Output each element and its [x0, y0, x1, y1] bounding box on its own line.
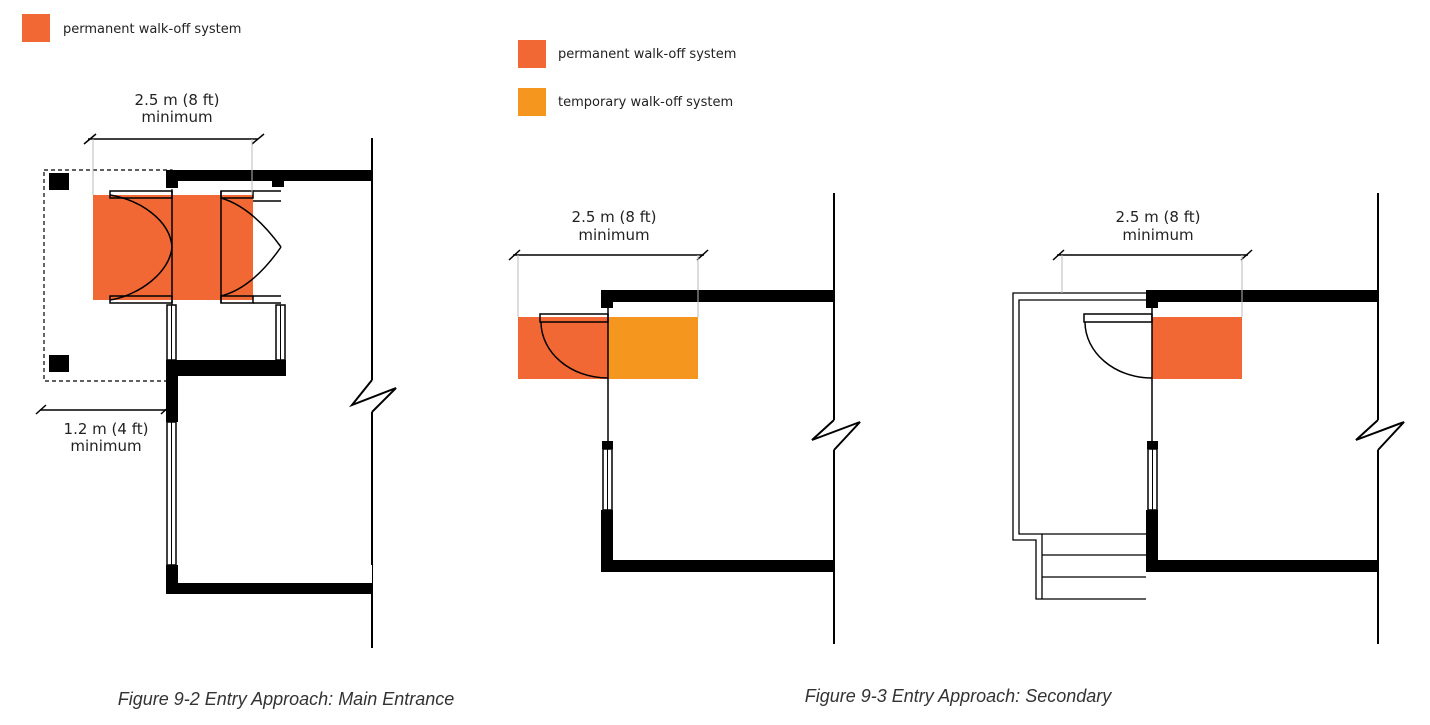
dimension-side: [35, 404, 172, 415]
figure-secondary-a: 2.5 m (8 ft) minimum: [508, 193, 861, 644]
wall-gap: [178, 565, 372, 583]
wall: [1146, 290, 1378, 302]
dim-side-label-2: minimum: [70, 437, 141, 455]
column: [49, 173, 69, 190]
dim-a-label-2: minimum: [578, 226, 649, 244]
wall: [166, 170, 178, 188]
wall: [178, 583, 372, 594]
legend-permanent-swatch: [22, 14, 50, 42]
figure-caption-secondary: Figure 9-3 Entry Approach: Secondary: [805, 686, 1112, 706]
column: [49, 355, 69, 372]
legend-temporary-swatch: [518, 88, 546, 116]
dimension-top: [83, 133, 265, 195]
dim-a-label-1: 2.5 m (8 ft): [572, 208, 657, 226]
figure-caption: Figure 9-2 Entry Approach: Main Entrance: [118, 689, 455, 709]
temporary-walkoff-mat: [608, 317, 698, 379]
double-door-outer: [109, 190, 173, 304]
dim-b-label-1: 2.5 m (8 ft): [1116, 208, 1201, 226]
wall: [601, 560, 834, 572]
wall: [601, 290, 834, 302]
legend-temporary-label: temporary walk-off system: [558, 95, 733, 110]
legend-permanent-label-2: permanent walk-off system: [558, 47, 736, 62]
dimension-top: [508, 249, 709, 317]
legend-secondary: permanent walk-off system temporary walk…: [518, 40, 736, 116]
wall: [166, 360, 286, 376]
door: [1083, 313, 1153, 379]
legend-main: permanent walk-off system: [22, 14, 241, 42]
wall: [166, 565, 178, 594]
figure-main-entrance: 2.5 m (8 ft) minimum 1.2 m (4 ft) minimu…: [35, 91, 455, 709]
break-symbol: [811, 419, 861, 451]
wall: [166, 360, 178, 422]
break-symbol: [1355, 419, 1405, 451]
dim-top-label-1: 2.5 m (8 ft): [135, 91, 220, 109]
dimension-top: [1052, 249, 1253, 317]
wall: [1146, 510, 1158, 572]
wall: [601, 290, 613, 308]
double-door-inner: [220, 190, 282, 304]
dim-b-label-2: minimum: [1122, 226, 1193, 244]
wall: [601, 510, 613, 572]
porch: [1012, 292, 1146, 600]
door: [539, 313, 609, 379]
dim-top-label-2: minimum: [141, 108, 212, 126]
wall: [166, 170, 372, 181]
legend-permanent-label: permanent walk-off system: [63, 22, 241, 37]
permanent-walkoff-mat: [93, 195, 253, 300]
legend-permanent-swatch-2: [518, 40, 546, 68]
figure-secondary-b: 2.5 m (8 ft) minimum: [1012, 193, 1405, 644]
permanent-walkoff-mat: [1152, 317, 1242, 379]
wall: [1146, 560, 1378, 572]
wall: [1146, 290, 1158, 308]
permanent-walkoff-mat: [518, 317, 608, 379]
break-symbol: [348, 379, 397, 413]
dim-side-label-1: 1.2 m (4 ft): [64, 420, 149, 438]
wall: [272, 170, 284, 187]
